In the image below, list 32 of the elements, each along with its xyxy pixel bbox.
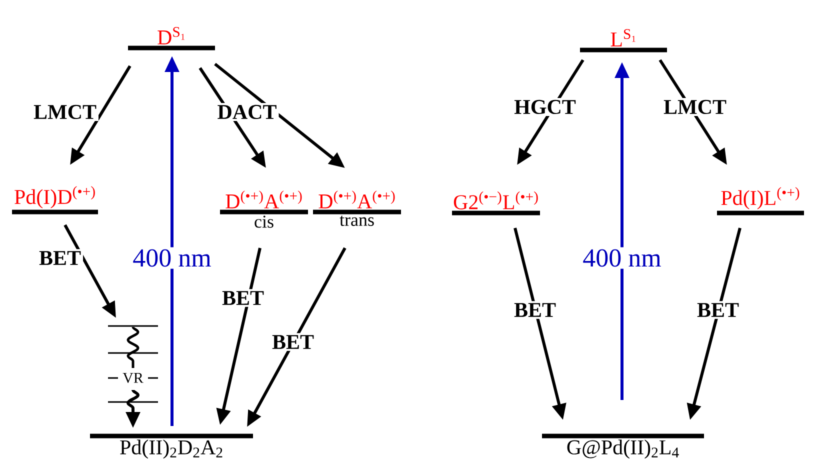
node-label: G@Pd(II)$_{2}$L$_{4}$	[567, 440, 679, 459]
edge-label: 400 nm	[580, 247, 664, 269]
node-label: Pd(II)$_{2}$D$_{2}$A$_{2}$	[120, 440, 222, 459]
node-label: D$^{(•+)}$A$^{(•+)}$	[226, 190, 302, 208]
energy-level: D$^{(•+)}$A$^{(•+)}$ trans	[313, 190, 401, 226]
edge-label: LMCT	[32, 102, 98, 122]
edge-label: BET	[37, 249, 84, 267]
edge-label: LMCT	[662, 98, 728, 116]
energy-level: D$^{(•+)}$A$^{(•+)}$ cis	[220, 190, 308, 228]
edge-label: 400 nm	[130, 247, 214, 269]
node-label: G2$^{(•−)}$L$^{(•+)}$	[454, 191, 538, 210]
node-label: Pd(I)D$^{(•+)}$	[14, 186, 95, 208]
edge-label: BET	[220, 289, 266, 307]
edge-label: BET	[270, 333, 316, 351]
energy-level: D$^{S₁}$	[128, 27, 215, 50]
energy-level: L$^{S₁}$	[580, 29, 667, 52]
vibrational-ladder-drawing: VR	[107, 325, 159, 403]
energy-level: G@Pd(II)$_{2}$L$_{4}$	[542, 434, 704, 459]
edge-label: BET	[512, 301, 558, 319]
energy-level: Pd(I)L$^{(•+)}$	[717, 187, 804, 216]
energy-level: Pd(I)D$^{(•+)}$	[12, 186, 98, 214]
node-label: D$^{S₁}$	[158, 27, 184, 44]
node-label: D$^{(•+)}$A$^{(•+)}$	[318, 190, 395, 208]
node-label: cis	[254, 216, 274, 228]
edge-label: BET	[695, 301, 741, 319]
node-label: L$^{S₁}$	[610, 29, 636, 46]
edge-label: HGCT	[512, 98, 578, 116]
node-label: Pd(I)L$^{(•+)}$	[721, 187, 800, 210]
energy-level: G2$^{(•−)}$L$^{(•+)}$	[452, 191, 540, 216]
energy-level: Pd(II)$_{2}$D$_{2}$A$_{2}$	[90, 434, 253, 459]
edge-label: DACT	[215, 102, 279, 122]
node-label: trans	[340, 216, 374, 226]
